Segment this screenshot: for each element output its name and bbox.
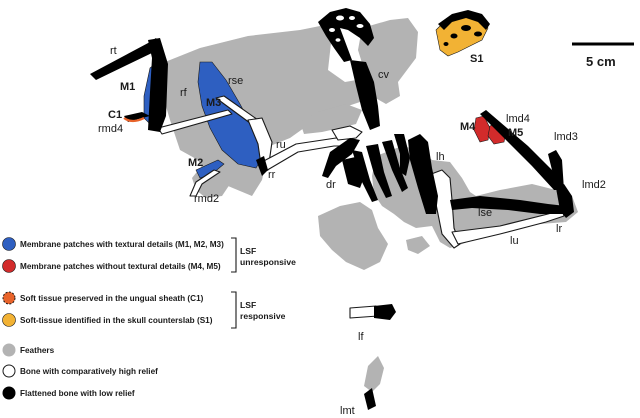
legend: Membrane patches with textural details (… <box>2 237 296 400</box>
skull-openings <box>329 15 364 42</box>
legend-item-label: Soft tissue preserved in the ungual shea… <box>20 294 204 303</box>
specimen-labels: S1 rt M1 rf C1 rmd4 rse M3 cv ru M2 rr r… <box>98 45 606 417</box>
legend-item-label: Bone with comparatively high relief <box>20 367 158 376</box>
label-m2: M2 <box>188 157 203 169</box>
label-m3: M3 <box>206 97 221 109</box>
legend-item-orange: Soft tissue preserved in the ungual shea… <box>2 291 204 305</box>
bone-dr <box>322 138 360 178</box>
feathers-tail <box>300 104 362 134</box>
membrane-m2 <box>195 159 225 179</box>
bone-lf-black <box>374 304 396 320</box>
bone-sternum-ribs-3 <box>382 140 408 192</box>
feathers-lower-left <box>318 202 388 270</box>
bone-rf <box>157 109 233 135</box>
label-rmd4: rmd4 <box>98 123 123 135</box>
label-lr: lr <box>556 223 562 235</box>
ungual-sheath-c1 <box>123 117 145 123</box>
s1-bone-fragments <box>443 25 482 46</box>
legend-item-label: Membrane patches without textural detail… <box>20 262 221 271</box>
bone-lmt <box>364 388 376 410</box>
bone-rr-small <box>256 156 268 176</box>
legend-item-yellow: Soft-tissue identified in the skull coun… <box>2 313 213 327</box>
high-relief-bones <box>157 95 565 319</box>
bone-cv-neck <box>350 60 380 130</box>
bracket-unresponsive <box>231 237 237 273</box>
label-m1: M1 <box>120 81 135 93</box>
bone-sternum-ribs-2 <box>366 144 392 198</box>
label-s1: S1 <box>470 53 483 65</box>
label-lse: lse <box>478 207 492 219</box>
legend-item-white: Bone with comparatively high relief <box>2 364 158 378</box>
black-circle-icon <box>2 386 16 400</box>
label-rt: rt <box>110 45 117 57</box>
group-unresponsive-line1: LSF <box>240 246 256 256</box>
legend-item-label: Feathers <box>20 346 55 355</box>
label-m4: M4 <box>460 121 476 133</box>
label-lmd3: lmd3 <box>554 131 578 143</box>
bone-lr <box>450 196 566 214</box>
group-responsive-line1: LSF <box>240 300 256 310</box>
skull <box>318 8 374 62</box>
legend-item-label: Flattened bone with low relief <box>20 389 135 398</box>
label-lmd2: lmd2 <box>582 179 606 191</box>
bone-sternum-ribs-4 <box>394 134 410 176</box>
label-dr: dr <box>326 179 336 191</box>
s1-bone-outline <box>438 10 490 30</box>
bracket-responsive <box>231 291 237 329</box>
legend-item-red: Membrane patches without textural detail… <box>2 259 221 273</box>
label-lmd4: lmd4 <box>506 113 530 125</box>
bone-lmd3 <box>548 150 570 204</box>
scale-bar-label: 5 cm <box>586 54 616 69</box>
label-lh: lh <box>436 151 445 163</box>
bone-rmd4 <box>124 112 150 122</box>
legend-item-gray: Feathers <box>2 343 55 357</box>
label-lu: lu <box>510 235 519 247</box>
bone-rmd2 <box>189 169 221 197</box>
bone-rt-tibia <box>90 38 160 80</box>
label-lmt: lmt <box>340 405 355 417</box>
bone-lmd4 <box>480 110 560 190</box>
blue-circle-icon <box>2 237 16 251</box>
white-circle-icon <box>2 364 16 378</box>
label-lf: lf <box>358 331 364 343</box>
legend-item-black: Flattened bone with low relief <box>2 386 135 400</box>
bone-lu <box>451 209 565 245</box>
bone-pelvis <box>342 156 366 188</box>
label-cv: cv <box>378 69 390 81</box>
label-ru: ru <box>276 139 286 151</box>
legend-item-blue: Membrane patches with textural details (… <box>2 237 224 251</box>
label-c1: C1 <box>108 109 122 121</box>
feathers-foot <box>364 356 384 392</box>
label-rmd2: rmd2 <box>194 193 219 205</box>
legend-item-label: Membrane patches with textural details (… <box>20 240 224 249</box>
yellow-circle-icon <box>2 313 16 327</box>
gray-circle-icon <box>2 343 16 357</box>
red-circle-icon <box>2 259 16 273</box>
label-rse: rse <box>228 75 243 87</box>
bone-vertebra-tail <box>331 125 363 141</box>
skull-counterslab-s1 <box>435 10 490 57</box>
legend-item-label: Soft-tissue identified in the skull coun… <box>20 316 213 325</box>
bone-lf <box>349 305 379 319</box>
feathers-small-patch <box>406 236 430 254</box>
group-unresponsive-line2: unresponsive <box>240 257 296 267</box>
group-responsive-line2: responsive <box>240 311 286 321</box>
orange-dashed-circle-icon <box>2 291 16 305</box>
label-rf: rf <box>180 87 188 99</box>
low-relief-bones <box>90 8 574 410</box>
bone-lh <box>408 134 438 214</box>
label-rr: rr <box>268 169 276 181</box>
label-m5: M5 <box>508 127 523 139</box>
bone-rf-black <box>148 38 168 132</box>
